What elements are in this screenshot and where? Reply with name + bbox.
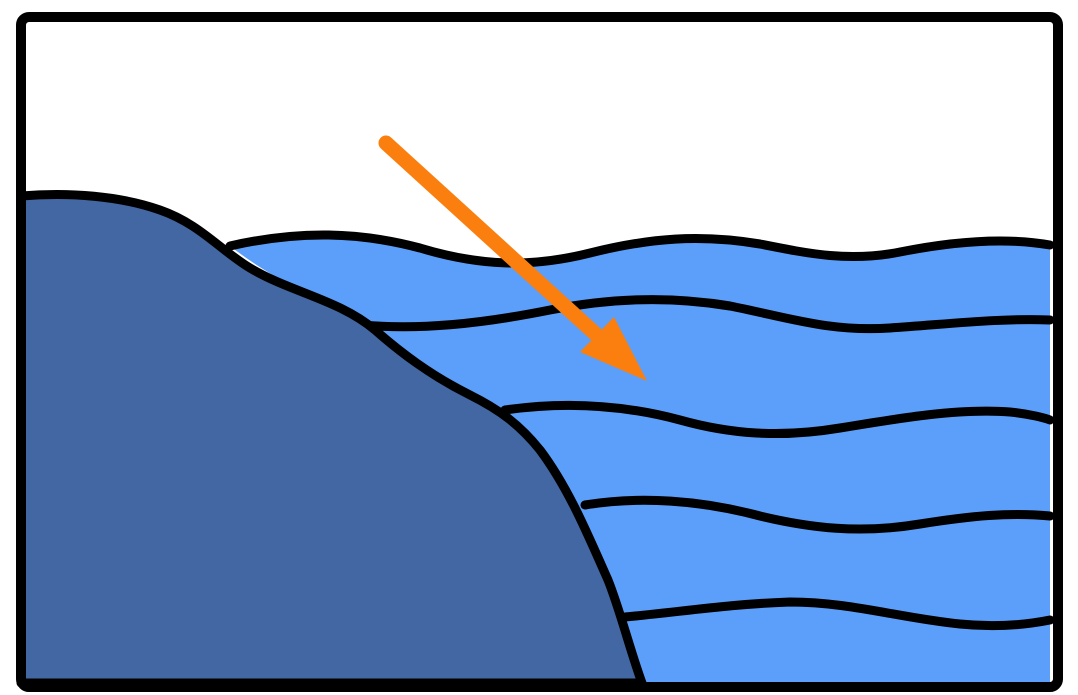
wave-line-2	[357, 295, 1055, 334]
wave-line-1	[225, 230, 1055, 268]
wave-lines	[225, 230, 1055, 631]
direction-arrow	[378, 135, 647, 381]
arrow-shaft	[378, 135, 608, 346]
wave-line-3	[500, 400, 1055, 439]
arrow-head	[580, 317, 647, 381]
diagram-frame	[16, 12, 1063, 692]
wave-line-5	[620, 597, 1055, 631]
wave-line-4	[580, 495, 1055, 534]
land-mass	[16, 190, 647, 688]
water-body	[230, 234, 1050, 683]
